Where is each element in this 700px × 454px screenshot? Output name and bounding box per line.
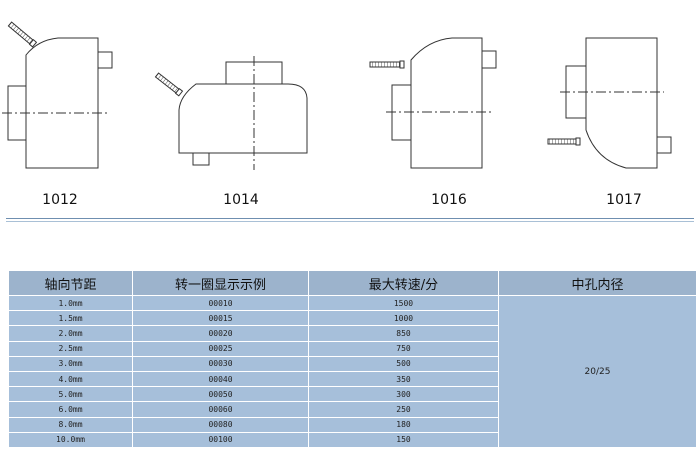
bore-cell: 20/25 (498, 295, 697, 448)
spec-table: 轴向节距 转一圈显示示例 最大转速/分 中孔内径 1.0mm 00010 150… (8, 270, 697, 449)
drawing-1012 (2, 21, 113, 169)
pitch-cell: 1.5mm (8, 310, 133, 327)
knurled-screw-1017 (547, 137, 581, 146)
table-row: 6.0mm 00060 250 (8, 401, 697, 418)
display-cell: 00080 (132, 416, 309, 433)
pitch-cell: 8.0mm (8, 416, 133, 433)
display-cell: 00060 (132, 401, 309, 418)
speed-cell: 350 (308, 370, 499, 388)
display-cell: 00025 (132, 340, 309, 357)
display-cell: 00015 (132, 310, 309, 327)
display-cell: 00010 (132, 294, 309, 312)
pitch-cell: 2.0mm (8, 325, 133, 342)
table-row: 3.0mm 00030 500 (8, 355, 697, 372)
speed-cell: 850 (308, 325, 499, 342)
speed-cell: 1000 (308, 310, 499, 327)
display-cell: 00040 (132, 370, 309, 388)
speed-cell: 250 (308, 401, 499, 418)
table-row: 8.0mm 00080 180 (8, 416, 697, 433)
table-row: 4.0mm 00040 350 (8, 370, 697, 388)
knurled-screw-1014 (154, 72, 184, 97)
speed-cell: 300 (308, 386, 499, 403)
pitch-cell: 5.0mm (8, 386, 133, 403)
knurled-screw-1016 (369, 60, 405, 69)
display-cell: 00020 (132, 325, 309, 342)
table-row: 5.0mm 00050 300 (8, 386, 697, 403)
model-label-1016: 1016 (431, 192, 467, 208)
speed-cell: 150 (308, 431, 499, 449)
speed-cell: 1500 (308, 294, 499, 312)
pitch-cell: 2.5mm (8, 340, 133, 357)
table-header-row: 轴向节距 转一圈显示示例 最大转速/分 中孔内径 (8, 270, 697, 296)
drawing-1014 (154, 56, 308, 170)
knurled-screw-1012 (7, 21, 38, 48)
pitch-cell: 3.0mm (8, 355, 133, 372)
pitch-cell: 4.0mm (8, 370, 133, 388)
model-label-1014: 1014 (223, 192, 259, 208)
display-cell: 00030 (132, 355, 309, 372)
table-row: 2.0mm 00020 850 (8, 325, 697, 342)
drawing-1017 (547, 37, 672, 169)
speed-cell: 500 (308, 355, 499, 372)
display-cell: 00100 (132, 431, 309, 449)
header-bore-diameter: 中孔内径 (498, 270, 697, 296)
display-cell: 00050 (132, 386, 309, 403)
model-label-1012: 1012 (42, 192, 78, 208)
table-row: 1.0mm 00010 1500 20/25 (8, 294, 697, 448)
model-label-1017: 1017 (606, 192, 642, 208)
counter-drawings (2, 21, 672, 170)
section-divider (6, 218, 694, 219)
drawing-1016 (369, 37, 497, 169)
pitch-cell: 1.0mm (8, 294, 133, 312)
section-divider-light (6, 221, 694, 222)
header-axial-pitch: 轴向节距 (8, 270, 133, 296)
header-display-example: 转一圈显示示例 (132, 270, 309, 296)
pitch-cell: 10.0mm (8, 431, 133, 449)
table-row: 10.0mm 00100 150 (8, 431, 697, 449)
header-max-speed: 最大转速/分 (308, 270, 499, 296)
speed-cell: 180 (308, 416, 499, 433)
pitch-cell: 6.0mm (8, 401, 133, 418)
speed-cell: 750 (308, 340, 499, 357)
